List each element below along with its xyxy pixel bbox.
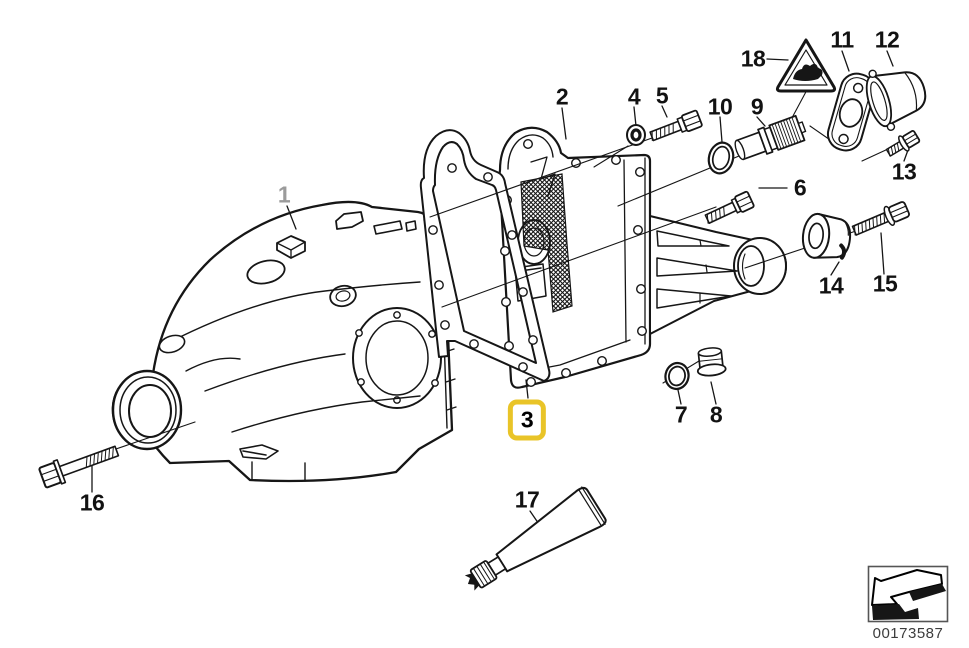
sealant-tube-17[interactable]	[456, 485, 607, 602]
flange-gasket-11[interactable]	[824, 70, 878, 154]
part-callout-11[interactable]: 11	[830, 26, 854, 53]
part-callout-12[interactable]: 12	[874, 26, 900, 53]
washer-4[interactable]	[626, 124, 646, 146]
screw-plug-8[interactable]	[696, 347, 727, 377]
end-cap-12[interactable]	[860, 57, 933, 134]
part-callout-17[interactable]: 17	[514, 486, 540, 513]
part-callout-6[interactable]: 6	[793, 174, 807, 201]
part-callout-3[interactable]: 3	[507, 399, 547, 441]
bushing-14[interactable]	[801, 212, 852, 262]
bolt-6[interactable]	[703, 190, 755, 227]
part-callout-4[interactable]: 4	[627, 83, 641, 110]
part-callout-8[interactable]: 8	[709, 401, 723, 428]
bolt-16[interactable]	[38, 440, 120, 490]
part-callout-9[interactable]: 9	[750, 93, 764, 120]
cover-gasket-part-3[interactable]	[419, 129, 551, 382]
part-callout-2[interactable]: 2	[555, 83, 569, 110]
part-callout-18[interactable]: 18	[740, 45, 766, 72]
bolt-5[interactable]	[648, 109, 703, 145]
part-callout-7[interactable]: 7	[674, 401, 688, 428]
final-drive-housing-part-1[interactable]	[111, 200, 457, 483]
drain-plug-9[interactable]	[732, 114, 808, 163]
warning-triangle-icon	[775, 38, 837, 93]
bolt-13[interactable]	[884, 128, 921, 160]
part-callout-1[interactable]: 1	[277, 181, 291, 208]
part-callout-10[interactable]: 10	[707, 93, 733, 120]
o-ring-10[interactable]	[706, 140, 737, 176]
part-number: 00173587	[872, 625, 944, 642]
part-callout-13[interactable]: 13	[891, 158, 917, 185]
seal-ring-7[interactable]	[663, 361, 691, 391]
direction-arrow-icon	[871, 569, 946, 620]
part-callout-15[interactable]: 15	[872, 270, 898, 297]
part-callout-16[interactable]: 16	[79, 489, 105, 516]
bolt-15[interactable]	[850, 199, 911, 240]
direction-arrow-box	[867, 565, 949, 623]
part-callout-5[interactable]: 5	[655, 82, 669, 109]
part-callout-14[interactable]: 14	[818, 272, 844, 299]
